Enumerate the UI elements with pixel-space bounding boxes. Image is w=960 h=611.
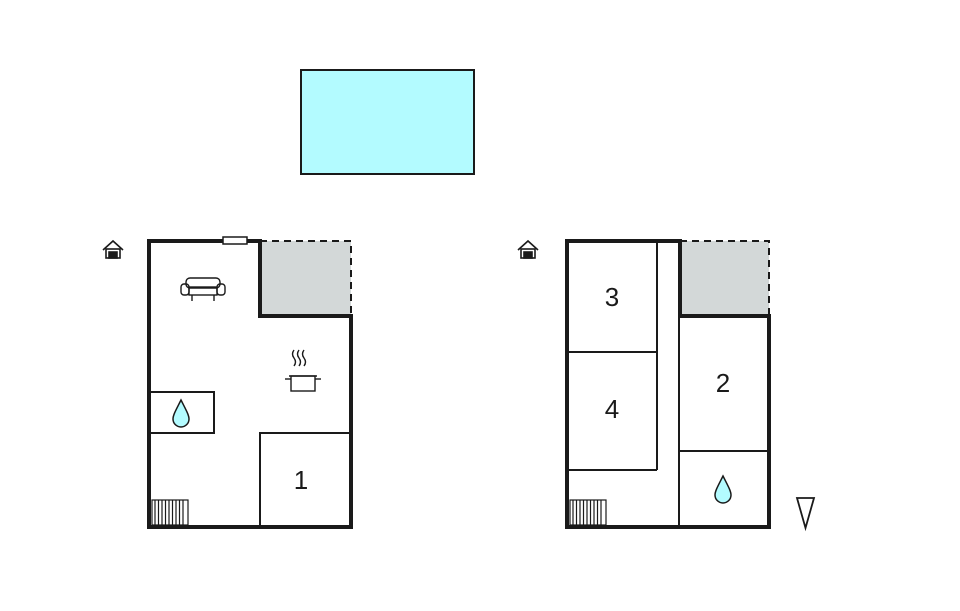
cooking-pot-icon [285, 349, 321, 392]
room-1-label: 1 [294, 465, 308, 495]
terrace [680, 241, 769, 316]
window [222, 236, 248, 245]
room-4-label: 4 [605, 394, 619, 424]
bathroom [149, 391, 215, 434]
stairs-icon [569, 499, 607, 526]
water-drop-icon [714, 474, 732, 504]
north-arrow-icon [795, 497, 816, 532]
terrace-dashed-edge [260, 240, 352, 316]
water-drop-icon [172, 398, 190, 428]
house-entrance-icon [517, 239, 539, 259]
room-3-label: 3 [605, 282, 619, 312]
upper-floor: 3 4 2 [517, 239, 771, 529]
room-2-label: 2 [716, 368, 730, 398]
terrace [260, 241, 351, 316]
terrace-dashed-edge [680, 240, 770, 316]
room-1 [259, 432, 351, 527]
house-entrance-icon [102, 239, 124, 259]
stairs-icon [151, 499, 189, 526]
ground-floor: 1 [102, 236, 353, 529]
sofa-icon [180, 277, 226, 301]
pool [300, 69, 475, 175]
